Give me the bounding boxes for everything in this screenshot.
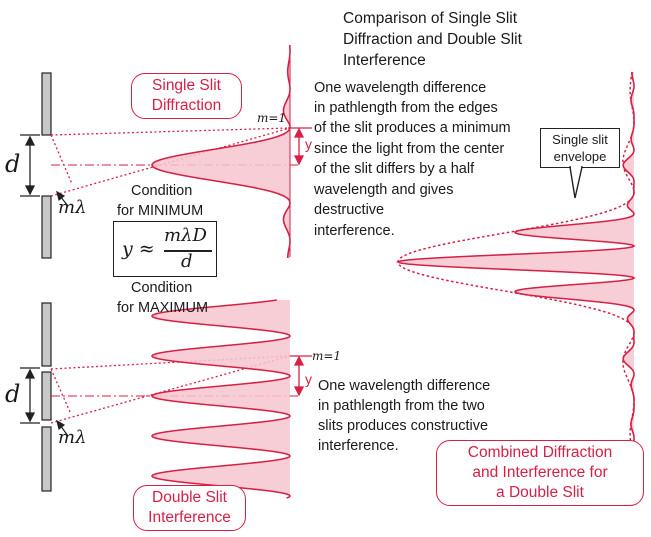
- condition-minimum-line-1: Condition: [131, 183, 193, 199]
- single-slit-pattern-fill: [152, 45, 290, 258]
- double-slit-label-line-2: Interference: [148, 509, 231, 526]
- double-slit-barrier-top: [41, 302, 52, 367]
- double-slit-desc-4: interference.: [318, 438, 399, 454]
- single-slit-y-label: y: [305, 136, 312, 152]
- callout-line-1: Single slit: [552, 132, 608, 147]
- double-slit-label: Double Slit Interference: [133, 485, 246, 531]
- double-slit-barrier-middle: [41, 371, 52, 421]
- callout-line-2: envelope: [553, 149, 607, 164]
- formula-lhs: y ≈: [122, 238, 155, 260]
- double-slit-d-arrow: [20, 367, 40, 424]
- double-slit-desc-3: slits produces constructive: [318, 418, 489, 434]
- single-slit-label-line-2: Diffraction: [151, 97, 222, 114]
- formula-fraction-bar: [164, 250, 212, 252]
- double-slit-desc-1: One wavelength difference: [318, 378, 491, 394]
- single-slit-label: Single Slit Diffraction: [131, 73, 242, 119]
- double-slit-barrier-bottom: [41, 426, 52, 492]
- double-slit-desc-2: in pathlength from the two: [318, 398, 485, 414]
- double-slit-y-label: y: [305, 371, 312, 387]
- title-line-1: Comparison of Single Slit: [343, 10, 518, 27]
- double-slit-label-line-1: Double Slit: [152, 489, 227, 506]
- combined-envelope-curve: [397, 71, 635, 451]
- combined-pattern-fill: [398, 72, 634, 450]
- condition-maximum-line-1: Condition: [131, 280, 193, 296]
- single-slit-desc-4: since the light from the center: [314, 141, 505, 157]
- single-slit-rays: [50, 127, 291, 197]
- single-slit-desc-2: in pathlength from the edges: [314, 100, 498, 116]
- single-slit-desc-6: wavelength and gives: [314, 182, 454, 198]
- condition-minimum-line-2: for MINIMUM: [117, 203, 204, 219]
- formula-box: y ≈ mλD d: [113, 221, 217, 277]
- double-slit-pattern-fill: [152, 300, 290, 498]
- y-arrows: [288, 127, 312, 397]
- single-slit-barrier-top: [41, 72, 52, 136]
- double-slit-order-label: m=1: [312, 349, 342, 363]
- single-slit-pattern-curve: [151, 44, 291, 259]
- formula-denominator: d: [181, 251, 193, 272]
- combined-label-line-3: a Double Slit: [496, 484, 584, 501]
- single-slit-desc-8: interference.: [314, 223, 395, 239]
- single-slit-desc-5: of the slit differs by a half: [314, 161, 475, 177]
- single-slit-d-label: d: [5, 150, 21, 178]
- single-slit-barrier-bottom: [41, 195, 52, 259]
- single-slit-desc-7: destructive: [314, 202, 385, 218]
- single-slit-envelope-callout: Single slit envelope: [540, 128, 620, 168]
- title-line-2: Diffraction and Double Slit: [343, 31, 522, 48]
- double-slit-d-label: d: [5, 380, 21, 408]
- combined-label: Combined Diffraction and Interference fo…: [436, 440, 644, 506]
- single-slit-order-label: m=1: [257, 111, 287, 125]
- combined-label-line-2: and Interference for: [472, 464, 608, 481]
- single-slit-desc-3: of the slit produces a minimum: [314, 120, 511, 136]
- title-line-3: Interference: [343, 52, 426, 69]
- single-slit-path-label: mλ: [58, 197, 87, 218]
- single-slit-d-arrow: [20, 134, 40, 197]
- single-slit-desc-1: One wavelength difference: [314, 80, 487, 96]
- single-slit-label-line-1: Single Slit: [152, 77, 221, 94]
- double-slit-path-label: mλ: [58, 427, 87, 448]
- callout-pointer: [569, 166, 583, 199]
- condition-maximum-line-2: for MAXIMUM: [117, 300, 209, 316]
- combined-pattern-curve: [395, 71, 636, 451]
- combined-label-line-1: Combined Diffraction: [467, 444, 613, 461]
- path-difference-pointers: [56, 190, 69, 437]
- double-slit-pattern-curve: [150, 299, 292, 499]
- formula-numerator: mλD: [164, 225, 207, 246]
